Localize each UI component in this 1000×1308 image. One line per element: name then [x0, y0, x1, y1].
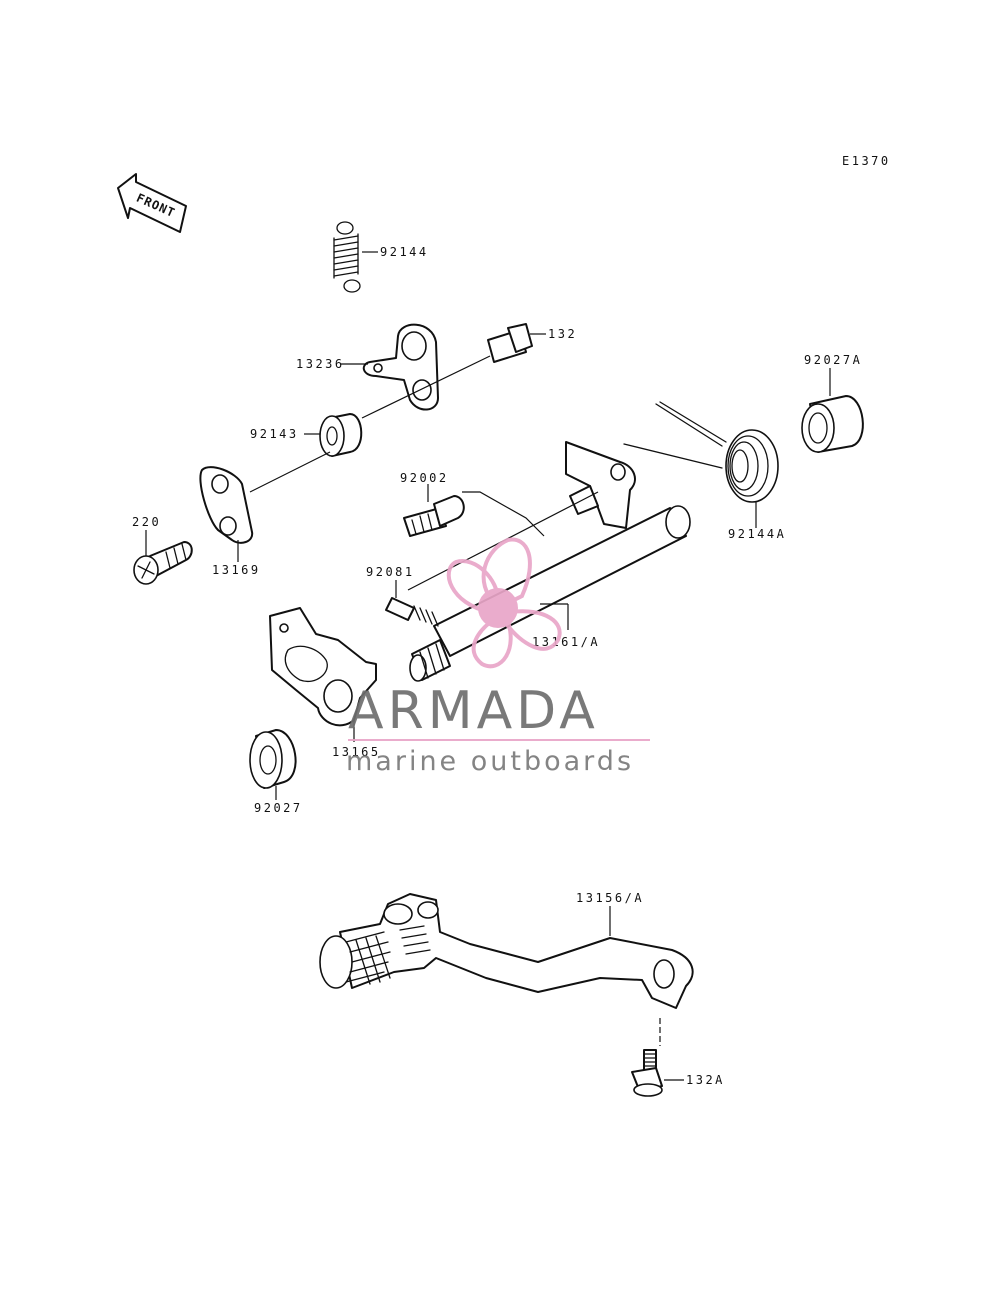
part-92143-collar [319, 413, 363, 457]
label-92027: 92027 [254, 801, 303, 815]
part-132-bolt [487, 323, 533, 363]
label-13161a: 13161/A [532, 635, 600, 649]
label-13165: 13165 [332, 745, 381, 759]
propeller-icon [446, 537, 562, 669]
label-92081: 92081 [366, 565, 415, 579]
label-92144a: 92144A [728, 527, 786, 541]
label-13156a: 13156/A [576, 891, 644, 905]
label-220: 220 [132, 515, 161, 529]
diagram-code: E1370 [842, 154, 891, 168]
label-92027a: 92027A [804, 353, 862, 367]
part-132a-bolt [631, 1049, 663, 1097]
part-92081-pin [385, 597, 439, 627]
label-92143: 92143 [250, 427, 299, 441]
front-arrow-icon: FRONT [117, 173, 187, 233]
part-220-screw [133, 541, 193, 585]
label-132a: 132A [686, 1073, 725, 1087]
part-92027a-bushing [801, 395, 864, 453]
label-92144: 92144 [380, 245, 429, 259]
part-13236-arm [362, 323, 439, 411]
label-92002: 92002 [400, 471, 449, 485]
part-13169-plate [199, 466, 254, 544]
watermark-brand: ARMADA [348, 681, 599, 741]
part-92144-spring [333, 221, 361, 293]
watermark: ARMADA marine outboards [346, 537, 650, 777]
part-92002-stud [403, 495, 465, 537]
part-92144a-spring [623, 401, 779, 503]
label-132: 132 [548, 327, 577, 341]
part-92027-washer [249, 729, 297, 789]
part-13156a-pedal [319, 893, 694, 1009]
watermark-tagline: marine outboards [346, 746, 634, 777]
part-13165-shift-arm [269, 607, 377, 727]
label-13236: 13236 [296, 357, 345, 371]
label-13169: 13169 [212, 563, 261, 577]
